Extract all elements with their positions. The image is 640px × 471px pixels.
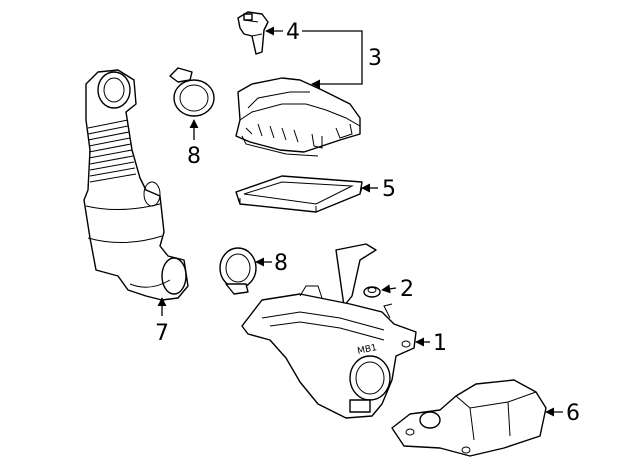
- air-cleaner-cover: [235, 77, 361, 157]
- callout-8-upper: 8: [187, 144, 201, 169]
- callout-5: 5: [382, 177, 396, 202]
- callout-1: 1: [433, 331, 447, 356]
- mass-airflow-sensor: [237, 11, 269, 55]
- resonator: [391, 379, 547, 457]
- callout-8-lower: 8: [274, 251, 288, 276]
- intake-duct: [83, 69, 189, 301]
- housing-marking: MB1: [357, 343, 378, 357]
- callout-3: 3: [368, 46, 382, 71]
- callout-7: 7: [155, 321, 169, 346]
- callout-6: 6: [566, 401, 580, 426]
- hose-clamp-upper: [169, 67, 215, 117]
- hose-clamp-lower: [219, 247, 257, 295]
- callout-2: 2: [400, 277, 414, 302]
- callout-4: 4: [286, 20, 300, 45]
- callout-labels: 4 3 5 8 8 2 1 6 7: [155, 20, 580, 426]
- leader-lines: [157, 26, 563, 417]
- air-cleaner-lower-housing: MB1: [241, 243, 417, 419]
- leader-3: [302, 30, 363, 89]
- grommet: [363, 286, 381, 298]
- leader-2: [381, 284, 397, 294]
- air-filter-element: [235, 175, 363, 213]
